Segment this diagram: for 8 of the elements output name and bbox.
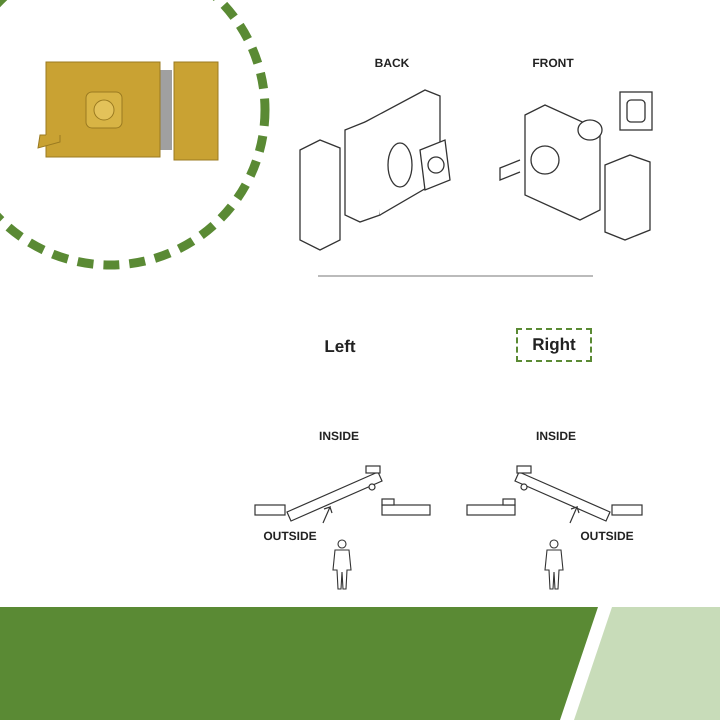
selected-option-box: Right xyxy=(516,328,592,362)
view-caption: OUTSIDE xyxy=(263,529,317,543)
hand-option-label: Left xyxy=(324,337,356,357)
view-caption: INSIDE xyxy=(319,429,359,443)
view-caption: FRONT xyxy=(532,56,574,70)
view-caption: INSIDE xyxy=(536,429,576,443)
view-caption: OUTSIDE xyxy=(580,529,634,543)
view-caption: BACK xyxy=(374,56,410,70)
